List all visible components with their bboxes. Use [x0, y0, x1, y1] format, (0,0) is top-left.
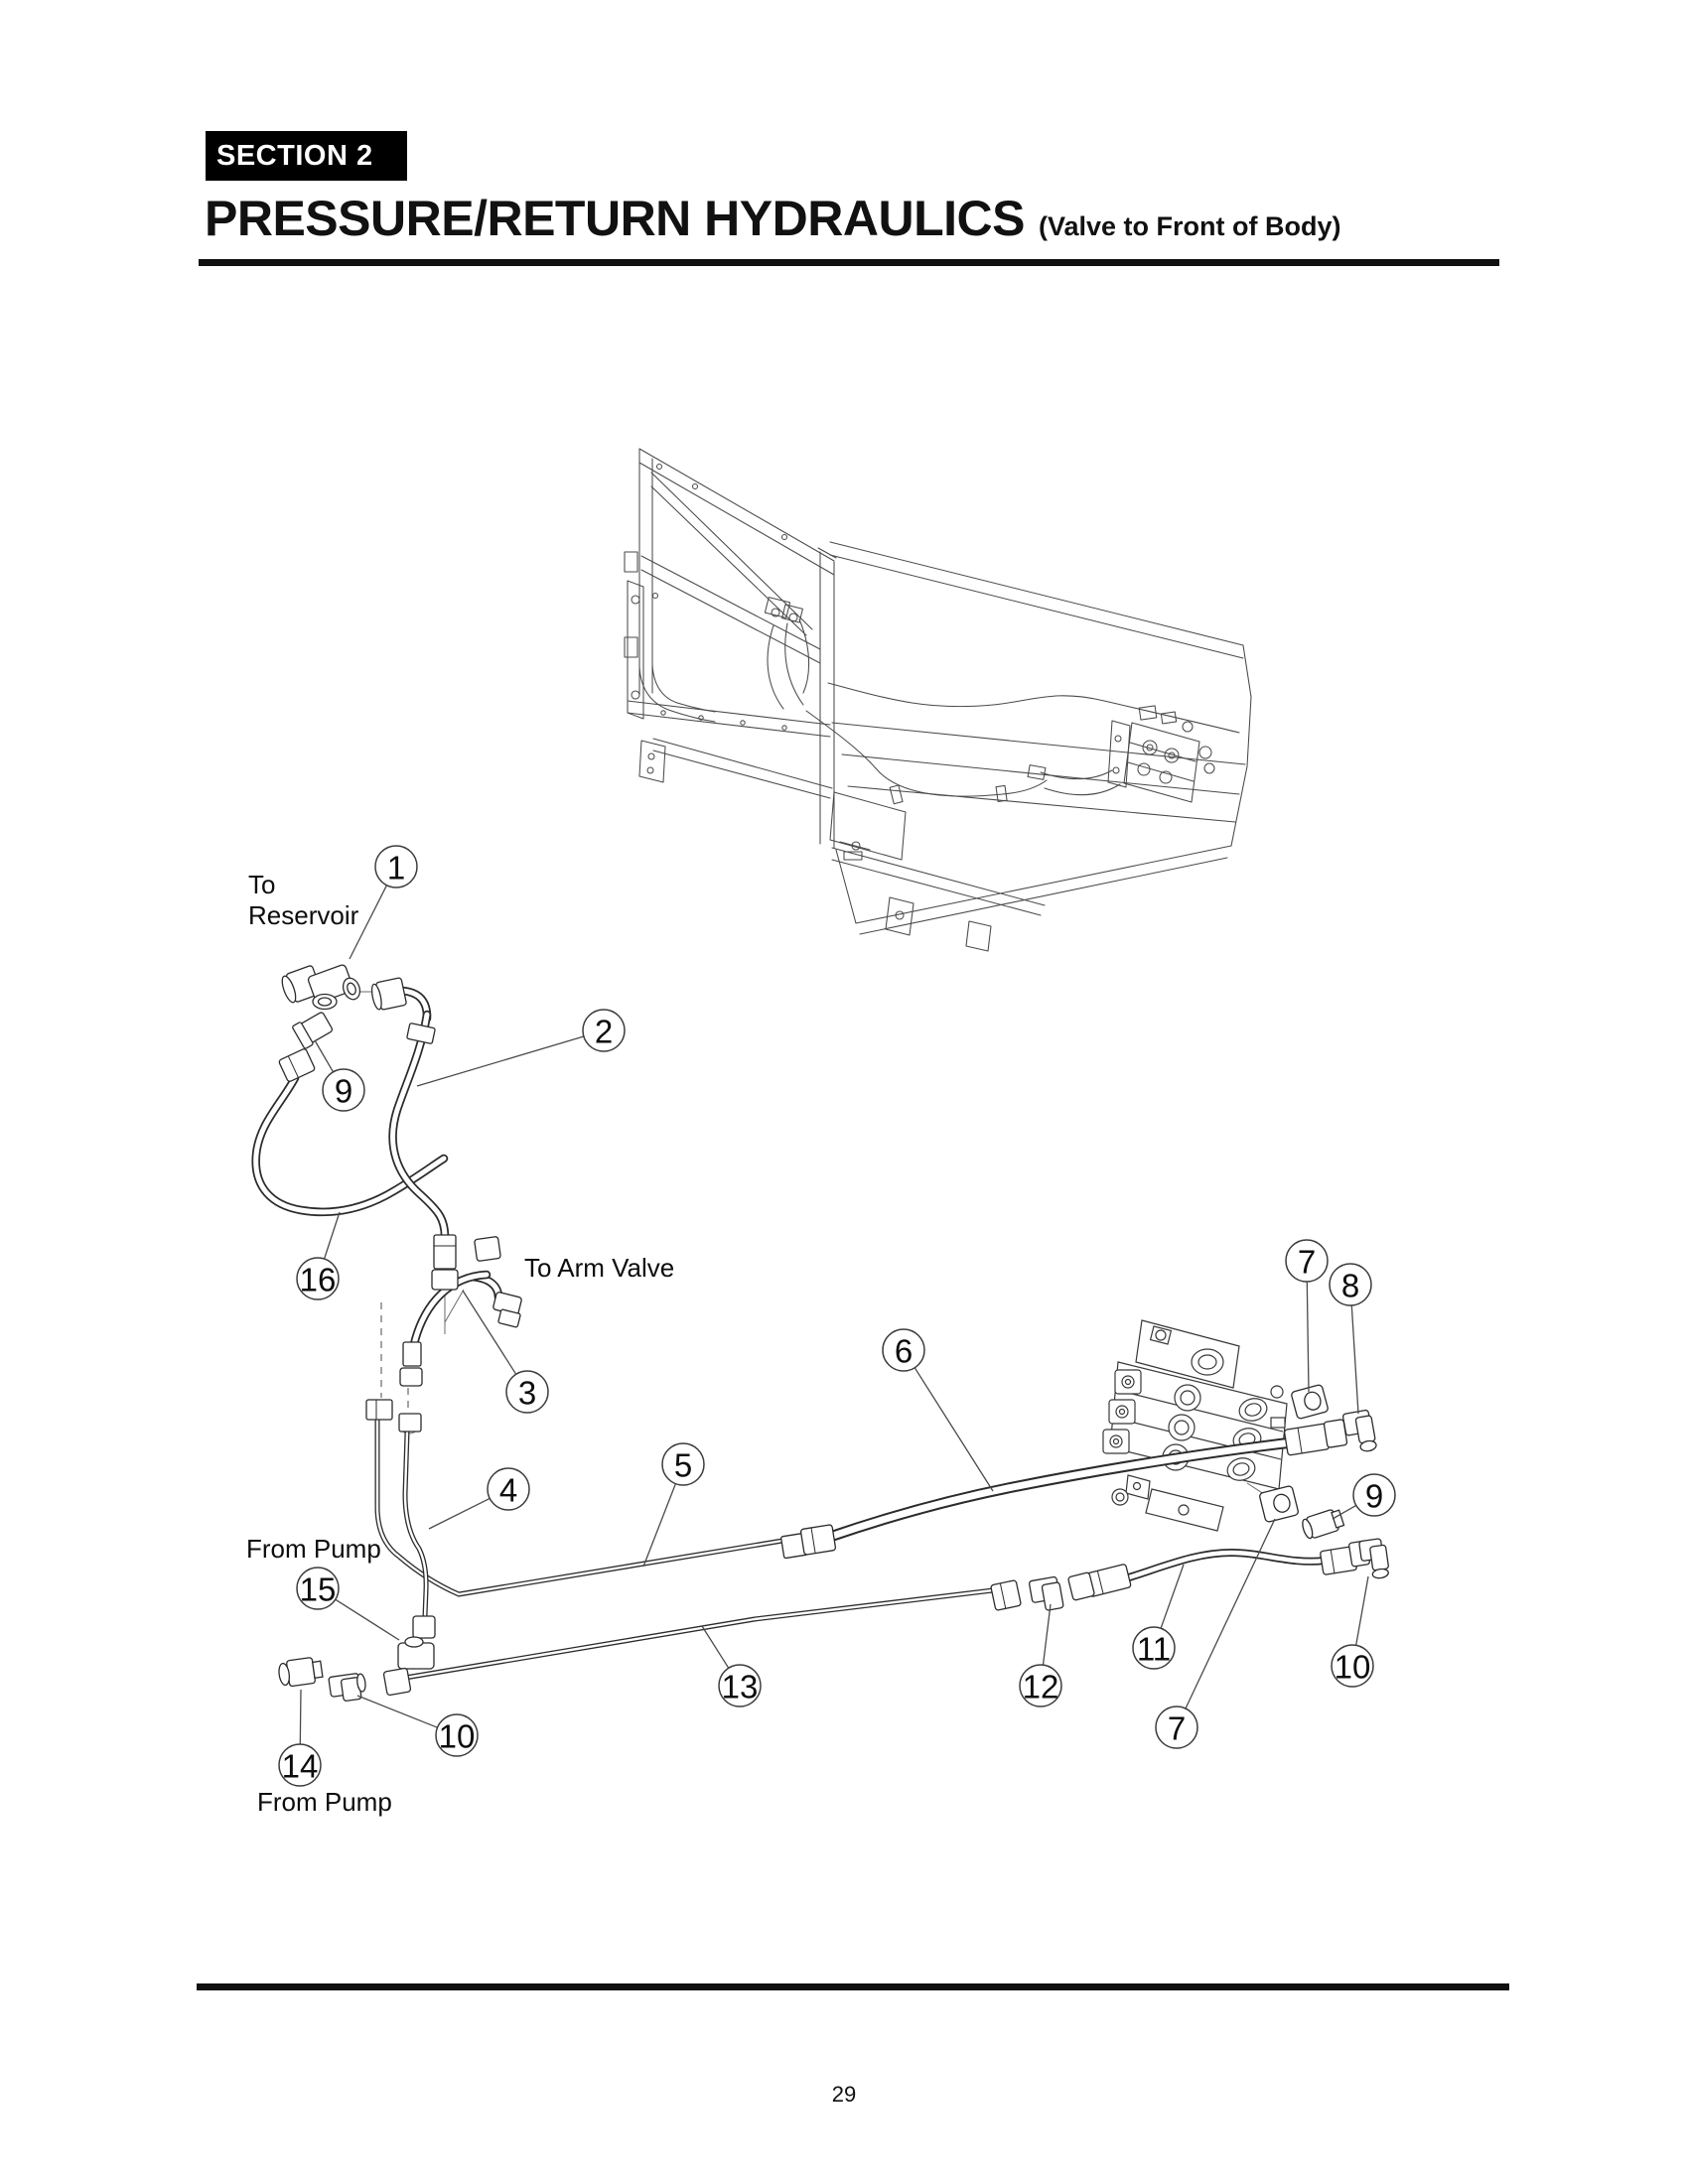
elbow-fitting-12	[1028, 1575, 1064, 1611]
callout-circle	[1352, 1473, 1396, 1517]
callout-2: 2	[416, 1009, 626, 1087]
callout-leader	[335, 1598, 400, 1641]
fittings	[278, 964, 1389, 1702]
callout-leader	[349, 885, 388, 960]
callout-11: 11	[1132, 1564, 1185, 1670]
callout-10-right: 10	[1331, 1575, 1374, 1688]
callout-leader	[416, 1035, 585, 1087]
callout-number: 12	[1023, 1669, 1059, 1706]
section-label-box: SECTION 2	[206, 131, 407, 181]
callout-number: 13	[722, 1669, 759, 1706]
callout-13: 13	[701, 1625, 762, 1707]
page-title: PRESSURE/RETURN HYDRAULICS	[205, 191, 1025, 246]
callout-leader	[701, 1625, 730, 1669]
callout-number: 8	[1341, 1268, 1359, 1304]
callout-9-upper: 9	[314, 1039, 365, 1112]
callout-number: 5	[674, 1447, 692, 1484]
callout-7-lower: 7	[1155, 1518, 1276, 1749]
callout-number: 4	[499, 1472, 517, 1509]
callout-leader	[299, 1689, 302, 1745]
callout-leader	[356, 1695, 438, 1728]
callout-leader	[462, 1290, 517, 1375]
callout-circle	[582, 1009, 626, 1052]
callout-number: 16	[300, 1262, 337, 1298]
callout-circle	[882, 1328, 925, 1372]
callout-circle	[296, 1567, 340, 1610]
nut-fitting-7-upper	[1291, 1384, 1329, 1420]
callout-leader	[642, 1483, 677, 1568]
elbow-fitting-10-right	[1358, 1538, 1389, 1579]
callout-circle	[435, 1713, 479, 1757]
callout-leader	[1306, 1281, 1310, 1393]
callout-leader	[428, 1497, 491, 1530]
callout-leader	[1350, 1304, 1359, 1415]
callout-number: 2	[595, 1014, 613, 1050]
callout-8: 8	[1329, 1263, 1372, 1415]
callout-leader	[1185, 1518, 1276, 1709]
tee-fitting-15	[397, 1636, 435, 1670]
callout-number: 11	[1137, 1631, 1171, 1668]
callout-5: 5	[642, 1442, 705, 1568]
callout-number: 1	[387, 850, 405, 887]
callout-circle	[1132, 1626, 1176, 1670]
callout-circle	[718, 1664, 762, 1707]
callout-circle	[505, 1370, 549, 1414]
footer-rule	[197, 1983, 1509, 1990]
callout-1: 1	[349, 845, 418, 960]
callout-3: 3	[462, 1290, 549, 1414]
callout-4: 4	[428, 1467, 530, 1530]
overview-illustration	[624, 448, 1252, 952]
callout-number: 15	[300, 1571, 337, 1608]
callout-7-upper: 7	[1285, 1239, 1329, 1393]
callout-6: 6	[882, 1328, 994, 1492]
elbow-fitting-10-left	[328, 1673, 366, 1702]
callout-number: 9	[1365, 1478, 1383, 1515]
callout-leader	[1355, 1575, 1369, 1646]
page-subtitle: (Valve to Front of Body)	[1038, 211, 1341, 241]
adapter-fitting-9-upper	[292, 1012, 334, 1049]
callout-circle	[1329, 1263, 1372, 1306]
callout-number: 14	[282, 1748, 319, 1785]
section-label: SECTION 2	[216, 140, 373, 172]
callout-leader	[1332, 1504, 1357, 1520]
header-rule	[199, 259, 1499, 266]
callout-circle	[322, 1068, 365, 1112]
callout-number: 7	[1298, 1244, 1316, 1281]
callout-circle	[661, 1442, 705, 1486]
nut-fitting-7-lower	[1259, 1485, 1299, 1523]
callout-number: 9	[335, 1073, 352, 1110]
elbow-fitting-8	[1341, 1409, 1377, 1452]
page-number: 29	[831, 2082, 857, 2107]
callout-leader	[323, 1211, 341, 1260]
callout-number: 3	[518, 1375, 536, 1412]
callout-number: 7	[1168, 1710, 1186, 1747]
callout-circle	[296, 1257, 340, 1300]
valve-bank	[1102, 1319, 1288, 1532]
callout-leader	[314, 1039, 335, 1073]
callout-circle	[374, 845, 418, 888]
callout-leader	[1160, 1564, 1185, 1629]
callout-number: 10	[439, 1718, 476, 1755]
callout-circle	[1331, 1644, 1374, 1688]
callout-number: 10	[1335, 1649, 1371, 1686]
callout-9-right: 9	[1332, 1473, 1396, 1520]
title-row: PRESSURE/RETURN HYDRAULICS (Valve to Fro…	[205, 190, 1340, 247]
adapter-fitting-14	[278, 1657, 324, 1688]
callout-16: 16	[296, 1211, 341, 1300]
callout-circle	[1019, 1664, 1062, 1707]
callout-number: 6	[895, 1333, 913, 1370]
callout-circle	[1285, 1239, 1329, 1283]
callout-circle	[487, 1467, 530, 1511]
callout-12: 12	[1019, 1603, 1062, 1707]
callout-circle	[1155, 1706, 1198, 1749]
callout-leader	[914, 1367, 994, 1492]
callout-leader	[1042, 1603, 1052, 1666]
callout-circle	[278, 1743, 322, 1787]
callout-10-left: 10	[356, 1695, 479, 1757]
adapter-fitting-9-right	[1302, 1509, 1345, 1540]
callout-15: 15	[296, 1567, 400, 1641]
callout-14: 14	[278, 1689, 322, 1787]
